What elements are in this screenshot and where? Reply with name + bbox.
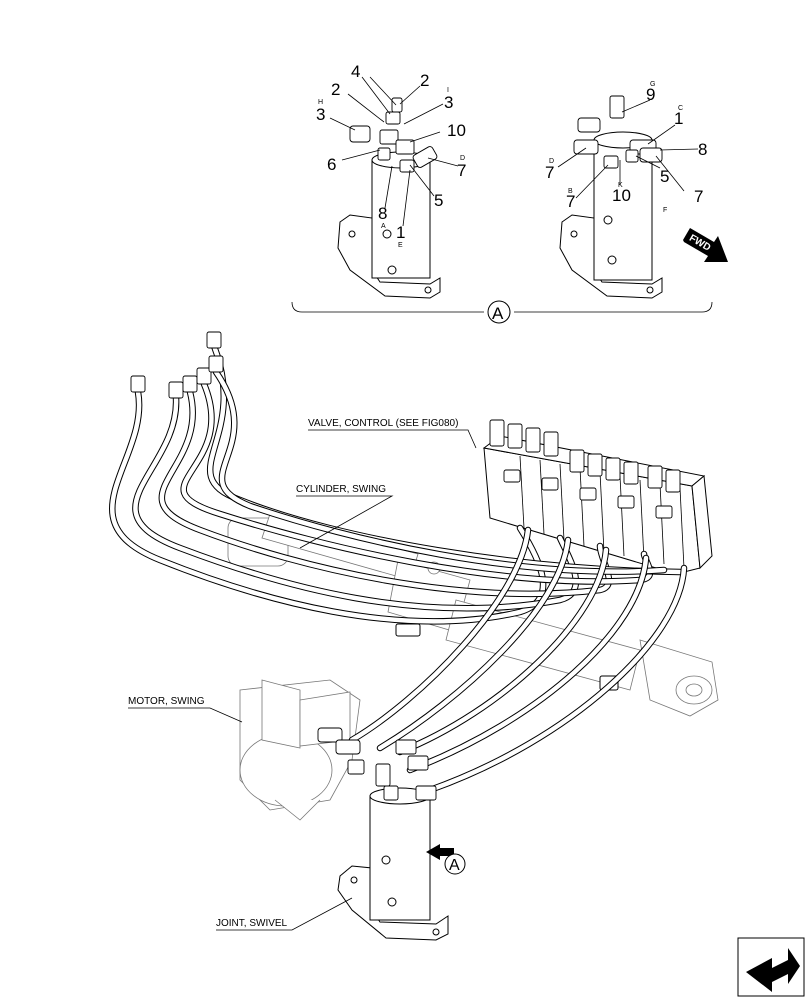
detail-right-swivel-joint	[559, 95, 663, 299]
detail-left-swivel-joint	[337, 97, 441, 299]
detail-view-label: A	[492, 304, 504, 323]
motor-callout-label: MOTOR, SWING	[128, 696, 205, 707]
detail-view-bracket: A	[291, 300, 713, 324]
left-num-3-right: 3	[444, 93, 453, 112]
right-letter-f: F	[663, 207, 667, 214]
left-num-7: 7	[457, 161, 466, 180]
detail-right-labels: 9 1 8 7 7 10 5 7 G C D B K F	[545, 81, 707, 214]
left-num-6: 6	[327, 155, 336, 174]
detail-right-leader-lines	[557, 99, 699, 199]
left-num-2: 2	[331, 80, 340, 99]
left-letter-a: A	[381, 223, 386, 230]
left-letter-e: E	[398, 242, 403, 249]
valve-callout-label: VALVE, CONTROL (SEE FIG080)	[308, 418, 458, 429]
left-num-2-top: 2	[420, 71, 429, 90]
swivel-joint	[317, 727, 449, 941]
right-letter-k: K	[618, 182, 623, 189]
next-page-icon[interactable]	[737, 937, 805, 997]
left-num-3-left: 3	[316, 105, 325, 124]
left-num-8: 8	[378, 204, 387, 223]
right-num-7-right: 7	[694, 187, 703, 206]
callout-joint: JOINT, SWIVEL	[216, 897, 353, 931]
detail-left-labels: 4 2 2 3 3 10 6 7 5 8 1 H I D A E	[316, 62, 466, 249]
view-a-marker-label: A	[449, 857, 460, 874]
callout-cylinder: CYLINDER, SWING	[296, 484, 394, 549]
right-letter-b: B	[568, 188, 573, 195]
fwd-arrow-icon: FWD	[683, 228, 728, 262]
right-num-9: 9	[646, 85, 655, 104]
right-num-10: 10	[612, 186, 631, 205]
joint-callout-label: JOINT, SWIVEL	[216, 918, 288, 929]
right-num-7-bottom: 7	[566, 192, 575, 211]
left-num-5: 5	[434, 191, 443, 210]
right-num-5: 5	[660, 167, 669, 186]
right-num-7-left: 7	[545, 163, 554, 182]
hydraulic-hoses	[109, 331, 688, 794]
control-valve-bank	[482, 419, 713, 575]
left-letter-i: I	[447, 87, 449, 94]
left-letter-d: D	[460, 155, 465, 162]
cylinder-callout-label: CYLINDER, SWING	[296, 484, 386, 495]
left-letter-h: H	[318, 99, 323, 106]
right-num-1: 1	[674, 109, 683, 128]
callout-valve: VALVE, CONTROL (SEE FIG080)	[308, 418, 477, 449]
left-num-10: 10	[447, 121, 466, 140]
right-num-8: 8	[698, 140, 707, 159]
right-letter-d: D	[549, 158, 554, 165]
callout-motor: MOTOR, SWING	[128, 696, 243, 723]
right-letter-g: G	[650, 81, 655, 88]
detail-left-leader-lines	[329, 76, 459, 227]
left-num-1: 1	[396, 223, 405, 242]
left-num-4: 4	[351, 62, 360, 81]
right-letter-c: C	[678, 105, 683, 112]
view-a-marker: A	[426, 844, 466, 875]
